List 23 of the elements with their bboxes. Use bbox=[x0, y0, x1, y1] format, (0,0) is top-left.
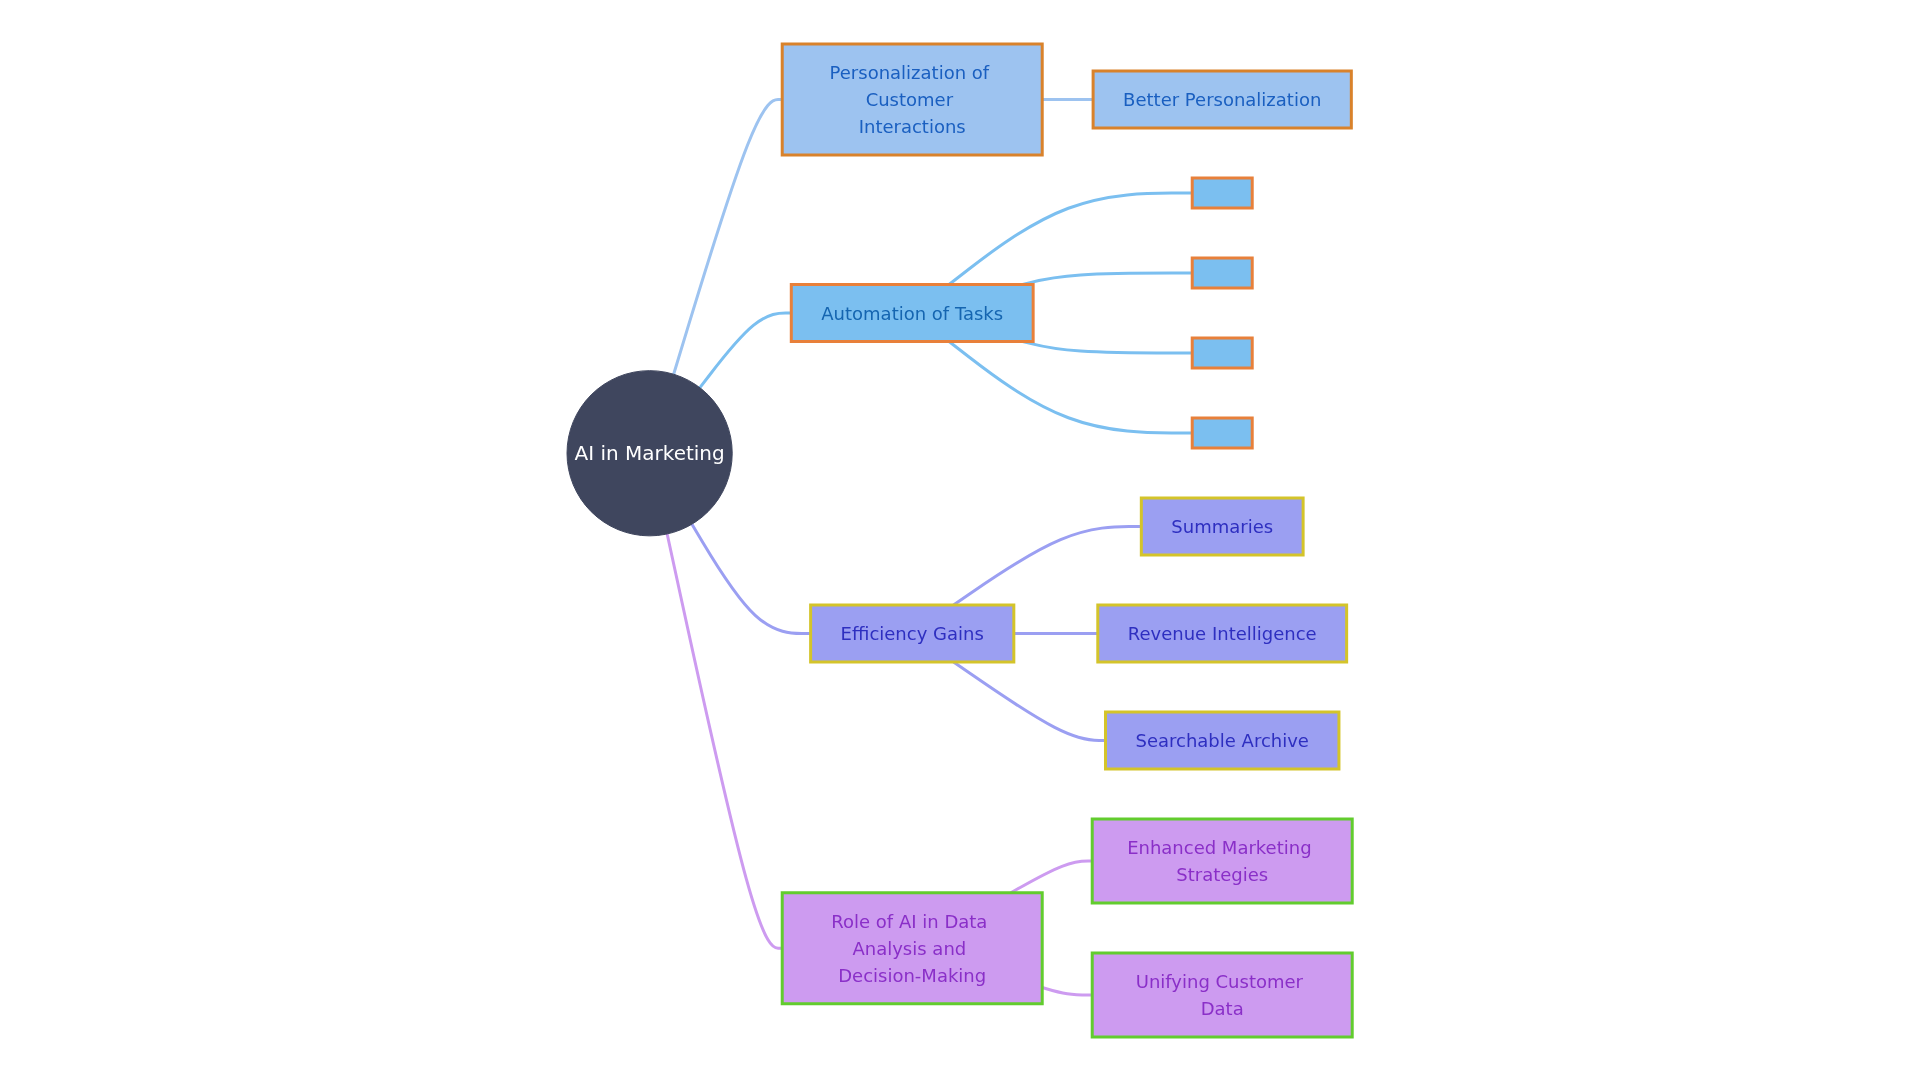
node-box bbox=[1191, 416, 1255, 449]
node-circle: AI in Marketing bbox=[566, 369, 734, 536]
node-box bbox=[1191, 256, 1255, 289]
connector bbox=[672, 97, 783, 375]
node-box: Role of AI in Data Analysis and Decision-Making bbox=[781, 890, 1045, 1005]
connector bbox=[666, 533, 783, 950]
node-box: Searchable Archive bbox=[1104, 710, 1341, 770]
connector bbox=[948, 191, 1193, 286]
node-box bbox=[1191, 336, 1255, 369]
connector bbox=[1042, 97, 1094, 101]
connector bbox=[1014, 631, 1099, 635]
connector bbox=[691, 522, 811, 635]
node-box: Enhanced Marketing Strategies bbox=[1091, 817, 1355, 904]
node-box: Unifying Customer Data bbox=[1091, 951, 1355, 1038]
connector bbox=[1042, 985, 1093, 996]
connector bbox=[699, 311, 792, 389]
node-box: Personalization of Customer Interactions bbox=[781, 42, 1045, 156]
node-box: Revenue Intelligence bbox=[1096, 603, 1349, 663]
node-box: Summaries bbox=[1140, 496, 1305, 556]
node-box: Better Personalization bbox=[1092, 69, 1354, 129]
node-box bbox=[1191, 176, 1255, 209]
node-box: Efficiency Gains bbox=[809, 603, 1016, 663]
node-box: Automation of Tasks bbox=[790, 282, 1036, 343]
